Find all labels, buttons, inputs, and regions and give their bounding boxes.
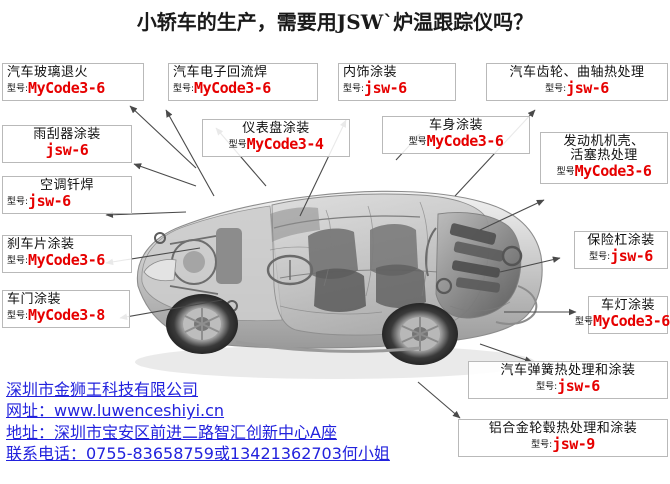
model-prefix: 型号: [545,84,567,95]
label-title: 车门涂装 [7,292,62,307]
headlight [143,259,177,282]
label-alloy-wheel[interactable]: 铝合金轮毂热处理和涂装 型号:jsw-9 [458,419,668,458]
label-model-row: 型号:MyCode3-8 [7,307,125,324]
label-model-row: 型号:jsw-6 [579,248,663,265]
car-cutaway-image [135,190,543,379]
model-prefix: 型号: [173,84,195,95]
engine-assembly [425,212,523,319]
model-prefix: 型号: [7,84,29,95]
label-brake-pad-coating[interactable]: 刹车片涂装 型号:MyCode3-6 [2,235,132,274]
rear-bumper [495,285,538,325]
label-title: 汽车齿轮、曲轴热处理 [509,65,645,80]
label-wiper-coating[interactable]: 雨刮器涂装 jsw-6 [2,125,132,164]
rear-wheel [382,303,458,365]
label-model-row: 型号MyCode3-6 [575,313,670,330]
label-title: 汽车电子回流焊 [173,65,268,80]
label-model-row: 型号:MyCode3-6 [173,80,313,97]
model-code: jsw-6 [28,192,71,211]
label-model-row: 型号MyCode3-4 [207,136,345,153]
model-code: MyCode3-6 [426,132,504,151]
label-title: 汽车弹簧热处理和涂装 [500,363,636,378]
label-title: 车灯涂装 [600,298,655,313]
car-seats [308,224,426,312]
model-prefix: 型号 [575,317,594,328]
label-glass-annealing[interactable]: 汽车玻璃退火 型号:MyCode3-6 [2,63,144,102]
label-title: 保险杠涂装 [587,233,655,248]
label-electronics-reflow[interactable]: 汽车电子回流焊 型号:MyCode3-6 [168,63,318,102]
label-title-line2: 活塞热处理 [570,148,638,164]
steering-wheel [266,254,314,286]
cutaway-detail-lines [269,201,511,315]
label-title: 雨刮器涂装 [33,127,101,142]
model-prefix: 型号 [556,167,575,178]
company-phone: 联系电话：0755-83658759或13421362703何小姐 [6,443,390,463]
label-model-row: 型号:jsw-9 [463,436,663,453]
model-prefix: 型号: [343,84,365,95]
label-title: 车身涂装 [428,118,483,133]
label-model-row: 型号:jsw-6 [491,80,663,97]
model-code: MyCode3-6 [28,79,105,98]
model-prefix: 型号 [228,140,247,151]
label-model-row: 型号MyCode3-6 [545,163,663,180]
label-dashboard-coating[interactable]: 仪表盘涂装 型号MyCode3-4 [202,119,350,158]
label-model-row: 型号:MyCode3-6 [7,252,127,269]
model-code: jsw-6 [566,79,609,98]
model-code: jsw-6 [610,247,653,266]
model-prefix: 型号: [589,252,611,263]
label-ac-brazing[interactable]: 空调钎焊 型号:jsw-6 [2,176,132,215]
label-title: 仪表盘涂装 [242,121,310,136]
label-title: 铝合金轮毂热处理和涂装 [488,421,638,436]
model-prefix: 型号: [536,382,558,393]
company-address: 地址：深圳市宝安区前进二路智汇创新中心A座 [6,422,337,442]
label-model-row: 型号MyCode3-6 [387,133,525,150]
label-title: 刹车片涂装 [7,237,75,252]
label-model-row: 型号:MyCode3-6 [7,80,139,97]
company-contact-block: 深圳市金狮王科技有限公司 网址：www.luwenceshiyi.cn 地址：深… [6,379,390,464]
label-model-row: 型号:jsw-6 [473,378,663,395]
label-bumper-coating[interactable]: 保险杠涂装 型号:jsw-6 [574,231,668,270]
model-code: MyCode3-6 [574,162,652,181]
company-website[interactable]: 网址：www.luwenceshiyi.cn [6,401,225,421]
model-prefix: 型号: [531,440,553,451]
company-name: 深圳市金狮王科技有限公司 [6,380,199,399]
label-door-coating[interactable]: 车门涂装 型号:MyCode3-8 [2,290,130,329]
model-prefix: 型号: [7,256,29,267]
model-code: MyCode3-8 [28,306,105,325]
model-prefix: 型号: [7,197,29,208]
model-code: MyCode3-4 [246,135,324,154]
front-wheel [166,294,238,354]
model-code: jsw-6 [45,141,89,160]
model-prefix: 型号: [7,311,29,322]
model-prefix: 型号 [408,137,427,148]
label-title: 发动机机壳、 [563,134,645,149]
label-headlight-coating[interactable]: 车灯涂装 型号MyCode3-6 [575,296,670,335]
model-code: MyCode3-6 [593,312,670,331]
label-model-row: 型号:jsw-6 [7,193,127,210]
label-title: 内饰涂装 [343,65,398,80]
side-sill [235,340,421,353]
label-gear-crankshaft[interactable]: 汽车齿轮、曲轴热处理 型号:jsw-6 [486,63,668,102]
label-model-row: 型号:jsw-6 [343,80,451,97]
label-engine-piston[interactable]: 发动机机壳、 活塞热处理 型号MyCode3-6 [540,132,668,185]
label-interior-coating[interactable]: 内饰涂装 型号:jsw-6 [338,63,456,102]
model-code: MyCode3-6 [194,79,271,98]
label-model-row: jsw-6 [7,142,127,159]
model-code: jsw-9 [552,435,595,454]
label-title: 汽车玻璃退火 [7,65,89,80]
label-body-coating[interactable]: 车身涂装 型号MyCode3-6 [382,116,530,155]
model-code: jsw-6 [557,377,600,396]
page-title: 小轿车的生产，需要用JSW`炉温跟踪仪吗？ [136,10,534,34]
label-title: 空调钎焊 [39,178,94,193]
label-spring-treatment[interactable]: 汽车弹簧热处理和涂装 型号:jsw-6 [468,361,668,400]
model-code: MyCode3-6 [28,251,105,270]
model-code: jsw-6 [364,79,407,98]
